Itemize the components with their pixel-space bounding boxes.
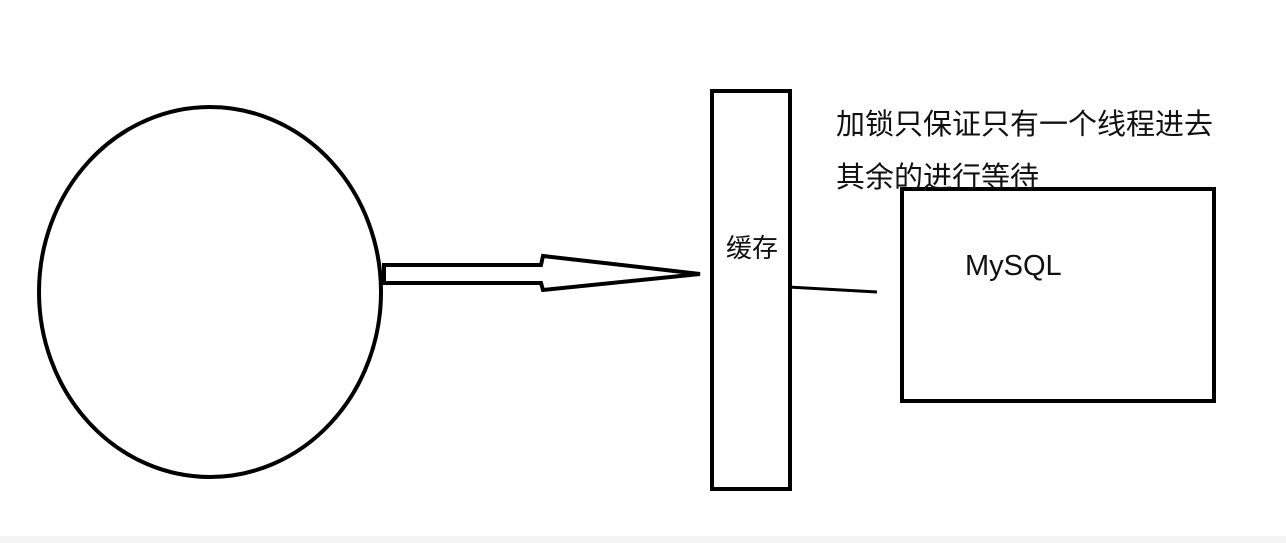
mysql-label: MySQL: [965, 250, 1062, 282]
client-ellipse: [37, 105, 383, 479]
mysql-box: [900, 187, 1216, 403]
bottom-strip: [0, 536, 1286, 543]
lock-note-line-2: 其余的进行等待: [836, 160, 1040, 194]
request-arrow: [382, 253, 701, 293]
cache-db-connector: [787, 285, 878, 294]
lock-note-line-1: 加锁只保证只有一个线程进去: [836, 107, 1214, 141]
cache-label: 缓存: [726, 234, 779, 264]
cache-box: [710, 89, 792, 491]
